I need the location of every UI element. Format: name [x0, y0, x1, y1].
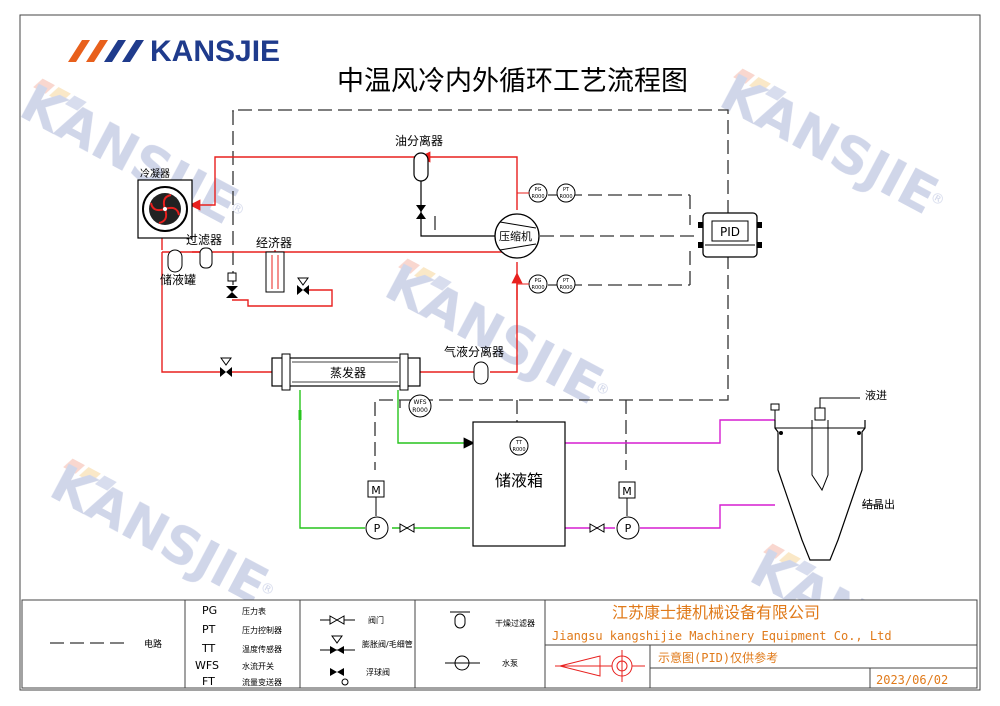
- watermark-mark: ®: [227, 199, 247, 220]
- oil-separator: 油分离器: [395, 133, 497, 237]
- logo-text: KANSJIE: [150, 35, 280, 68]
- svg-text:水流开关: 水流开关: [242, 661, 274, 671]
- svg-text:浮球阀: 浮球阀: [366, 667, 390, 677]
- gauge-pg-top: PG R000: [528, 183, 548, 203]
- svg-text:压力控制器: 压力控制器: [242, 625, 282, 635]
- svg-text:R000: R000: [559, 285, 572, 291]
- svg-text:M: M: [371, 484, 381, 497]
- gauge-pg-bottom: PG R000: [528, 274, 548, 294]
- crystal-out-label: 结晶出: [862, 497, 895, 511]
- receiver: 储液罐: [160, 249, 196, 287]
- svg-text:WFS: WFS: [413, 399, 426, 406]
- receiver-label: 储液罐: [160, 272, 196, 287]
- pid-controller: PID: [698, 212, 762, 258]
- svg-text:压力表: 压力表: [242, 606, 266, 616]
- oil-separator-label: 油分离器: [395, 133, 443, 148]
- svg-text:R000: R000: [412, 407, 428, 414]
- svg-text:R000: R000: [531, 194, 544, 200]
- svg-text:膨胀阀/毛细管: 膨胀阀/毛细管: [362, 639, 413, 649]
- flow-switch-wfs: WFS R000: [408, 394, 432, 418]
- motor-right: M: [618, 481, 636, 516]
- oil-return-valve: [416, 205, 426, 219]
- gas-liquid-separator: 气液分离器: [444, 344, 504, 385]
- gauge-connectors: [517, 192, 529, 285]
- gauge-pt-top: PT R000: [556, 183, 576, 203]
- product-lines: [565, 419, 775, 529]
- svg-text:PT: PT: [563, 187, 570, 193]
- evaporator-label: 蒸发器: [330, 365, 366, 380]
- evaporator: 蒸发器: [271, 353, 421, 391]
- storage-tank-label: 储液箱: [495, 471, 543, 490]
- expansion-valve-2: [297, 277, 309, 295]
- svg-text:P: P: [625, 522, 632, 535]
- watermark-mark: ®: [592, 379, 612, 400]
- svg-text:干燥过滤器: 干燥过滤器: [495, 618, 535, 628]
- legend-expansion-valve: 膨胀阀/毛细管: [320, 635, 413, 654]
- page-title: 中温风冷内外循环工艺流程图: [337, 66, 688, 97]
- condenser-label: 冷凝器: [140, 167, 170, 180]
- company-name-en: Jiangsu kangshijie Machinery Equipment C…: [552, 629, 892, 643]
- crystallizer: 液进 结晶出: [770, 388, 895, 561]
- svg-text:M: M: [622, 485, 632, 498]
- legend-dry-filter: 干燥过滤器: [450, 611, 535, 629]
- svg-text:温度传感器: 温度传感器: [242, 644, 282, 654]
- company-logo: KANSJIE: [68, 35, 280, 68]
- motor-left: M: [367, 480, 385, 516]
- expansion-valve-1: [226, 272, 238, 298]
- pump-left: P: [365, 516, 389, 540]
- svg-text:TT: TT: [515, 440, 523, 446]
- drawing-date: 2023/06/02: [876, 673, 948, 687]
- svg-text:流量变送器: 流量变送器: [242, 677, 282, 687]
- storage-tank: TT R000 储液箱: [472, 421, 566, 547]
- drawing-frame: [19, 14, 981, 691]
- legend-footer: 电路 PG 压力表 PT 压力控制器 TT 温度传感器 WFS 水流开关 FT …: [21, 599, 978, 689]
- svg-text:PG: PG: [535, 278, 542, 284]
- watermark-text: KANSJIE: [711, 63, 947, 227]
- watermark-mark: ®: [257, 579, 277, 600]
- svg-text:R000: R000: [512, 447, 525, 453]
- note: 示意图(PID)仅供参考: [658, 650, 778, 665]
- condenser: 冷凝器: [137, 167, 193, 239]
- svg-text:R000: R000: [531, 285, 544, 291]
- projection-symbol: [555, 650, 645, 682]
- legend-abbr-list: PG 压力表 PT 压力控制器 TT 温度传感器 WFS 水流开关 FT 流量变…: [195, 604, 282, 688]
- refrigerant-lines: [161, 151, 523, 373]
- compressor-label: 压缩机: [499, 229, 532, 243]
- svg-text:阀门: 阀门: [368, 615, 384, 625]
- legend-float-valve: 浮球阀: [330, 667, 390, 686]
- svg-text:WFS: WFS: [195, 659, 219, 672]
- gas-liquid-separator-label: 气液分离器: [444, 344, 504, 359]
- company-name-cn: 江苏康士捷机械设备有限公司: [612, 603, 820, 622]
- legend-valve: 阀门: [320, 615, 384, 625]
- legend-water-pump: 水泵: [445, 655, 518, 671]
- svg-text:TT: TT: [201, 642, 216, 655]
- svg-text:PG: PG: [535, 187, 542, 193]
- filter-label: 过滤器: [186, 233, 222, 247]
- economizer: 经济器: [256, 235, 292, 293]
- watermark-mark: ®: [927, 189, 947, 210]
- watermark-text: KANSJIE: [11, 73, 247, 237]
- svg-text:PG: PG: [202, 604, 217, 617]
- svg-text:R000: R000: [559, 194, 572, 200]
- pump-right: P: [616, 516, 640, 540]
- liquid-in-label: 液进: [865, 388, 887, 402]
- pid-label: PID: [720, 225, 740, 239]
- compressor: 压缩机: [494, 213, 540, 259]
- watermark-text: KANSJIE: [41, 453, 277, 617]
- svg-text:P: P: [374, 522, 381, 535]
- svg-text:PT: PT: [202, 623, 216, 636]
- svg-text:FT: FT: [202, 675, 215, 688]
- economizer-label: 经济器: [256, 235, 292, 250]
- svg-text:PT: PT: [563, 278, 570, 284]
- valve-left: [399, 523, 415, 533]
- expansion-valve-3: [220, 357, 232, 377]
- valve-right: [589, 523, 605, 533]
- water-lines: [298, 390, 475, 529]
- svg-text:水泵: 水泵: [502, 658, 518, 668]
- filter: 过滤器: [186, 233, 222, 269]
- legend-electric: 电路: [144, 638, 162, 650]
- gauge-pt-bottom: PT R000: [556, 274, 576, 294]
- watermark-text: KANSJIE: [376, 253, 612, 417]
